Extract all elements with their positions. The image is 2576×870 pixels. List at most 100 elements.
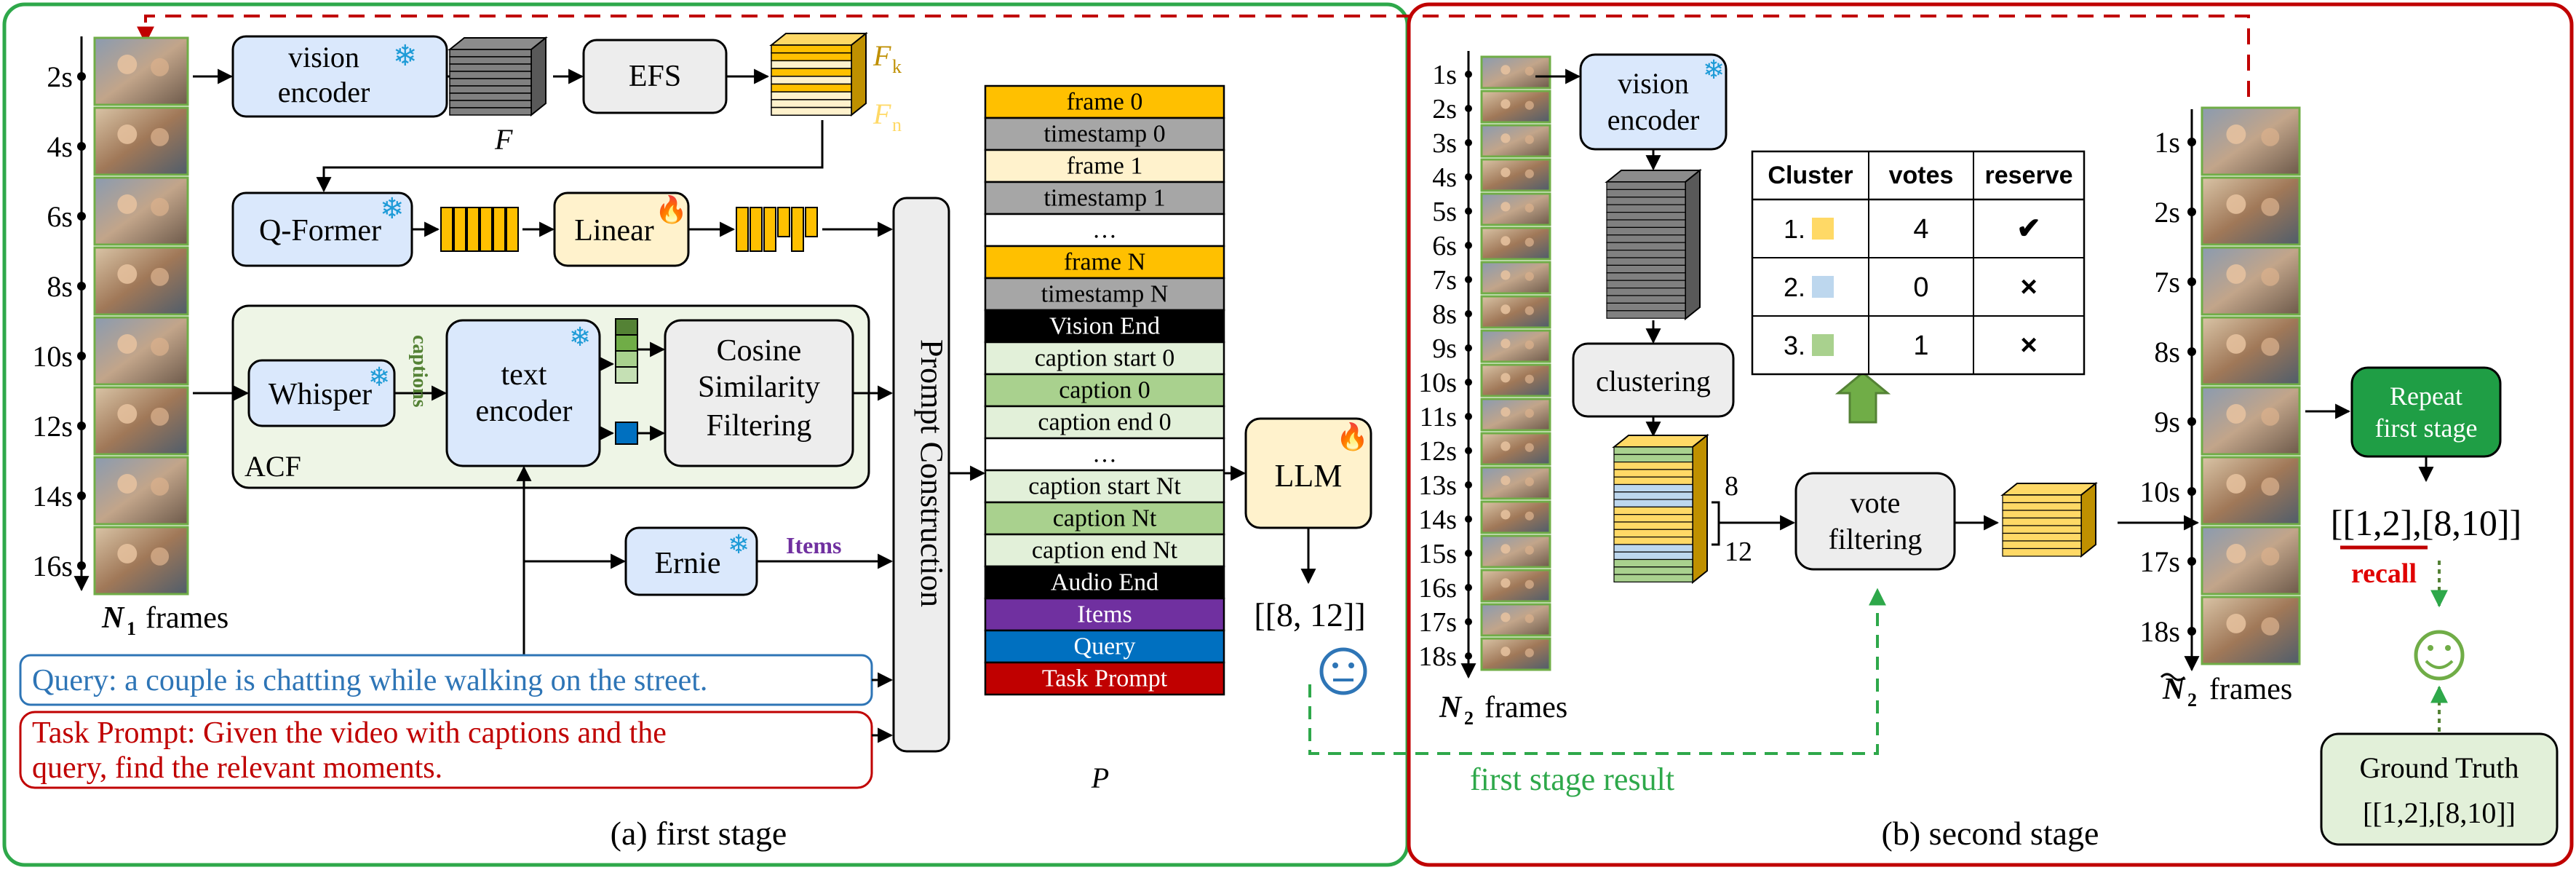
video-frame	[93, 526, 189, 596]
video-frame	[93, 246, 189, 316]
timeline-label: 4s	[47, 130, 73, 163]
vote-filtering-line1: vote	[1850, 486, 1901, 519]
timeline-label: 2s	[1432, 94, 1457, 124]
fk-label: F	[872, 39, 891, 72]
linear-label: Linear	[574, 214, 654, 248]
prompt-token-row	[984, 181, 1225, 215]
table-header: votes	[1889, 162, 1954, 189]
linear-tokens	[736, 207, 818, 252]
n2-timeline: 1s2s3s4s5s6s7s8s9s10s11s12s13s14s15s16s1…	[1418, 60, 1472, 672]
timeline-tick	[1465, 481, 1472, 489]
up-arrow-icon	[1834, 371, 1891, 424]
vision-encoder-line1: vision	[288, 41, 359, 74]
task-prompt-line2: query, find the relevant moments.	[32, 751, 442, 785]
timeline-label: 7s	[2154, 266, 2180, 298]
timeline-tick	[1465, 413, 1472, 420]
prompt-token-row	[984, 469, 1225, 504]
brace-bottom-label: 12	[1725, 537, 1752, 567]
video-frame	[2201, 316, 2301, 386]
n2t-frames-label: frames	[2209, 673, 2292, 706]
snowflake-icon: ❄	[1703, 55, 1725, 84]
prompt-token-label: Items	[1077, 601, 1132, 628]
fk-sub: k	[892, 56, 902, 77]
cross-icon: ×	[2020, 329, 2037, 361]
timeline-label: 10s	[1418, 368, 1457, 398]
vote-filtering-box	[1794, 472, 1956, 571]
n2-sub: 2	[1464, 708, 1474, 729]
query-token	[466, 207, 480, 252]
snowflake-icon: ❄	[380, 192, 405, 225]
reserved-feature-stack	[2000, 481, 2098, 558]
prompt-token-label: timestamp 1	[1043, 185, 1165, 212]
final-result: [[1,2],[8,10]]	[2331, 502, 2521, 543]
flame-icon: 🔥	[655, 194, 688, 224]
snowflake-icon: ❄	[393, 39, 418, 72]
vision-encoder-2-line1: vision	[1618, 67, 1689, 100]
qformer-label: Q-Former	[259, 214, 381, 248]
projected-token	[736, 207, 749, 252]
prompt-token-row	[984, 245, 1225, 280]
video-frame	[1480, 466, 1551, 500]
timeline-tick	[1465, 71, 1472, 78]
timeline-tick	[1465, 276, 1472, 283]
first-stage-result-line	[1308, 588, 1886, 755]
video-frame	[2201, 176, 2301, 246]
vision-encoder-2-line2: encoder	[1607, 103, 1700, 136]
prompt-token-label: caption end Nt	[1032, 537, 1178, 564]
first-stage-result-label: first stage result	[1470, 762, 1674, 797]
f-label: F	[494, 123, 513, 156]
projected-token	[805, 207, 818, 237]
feature-stack-f	[448, 36, 548, 117]
prompt-token-label: caption start 0	[1035, 345, 1175, 372]
vote-filtering-line2: filtering	[1829, 523, 1923, 555]
video-frame	[93, 106, 189, 176]
prompt-token-label: frame 0	[1067, 89, 1143, 116]
prompt-token-row	[984, 116, 1225, 151]
video-frame	[1480, 363, 1551, 398]
timeline-label: 18s	[1418, 641, 1457, 672]
cosine-line1: Cosine	[717, 334, 802, 368]
query-text: Query: a couple is chatting while walkin…	[32, 664, 707, 697]
timeline-label: 12s	[1418, 436, 1457, 467]
table-cluster-id: 1.	[1784, 214, 1805, 244]
timeline-tick	[77, 352, 86, 360]
timeline-tick	[1465, 584, 1472, 591]
timeline-tick	[77, 212, 86, 221]
acf-label: ACF	[245, 450, 301, 483]
prompt-token-row	[984, 149, 1225, 183]
timeline-tick	[1465, 652, 1472, 660]
timeline-tick	[1465, 139, 1472, 146]
video-frame	[2201, 596, 2301, 665]
table-votes: 0	[1913, 272, 1928, 303]
timeline-label: 1s	[1432, 60, 1457, 90]
query-token	[506, 207, 519, 252]
timeline-label: 1s	[2154, 126, 2180, 159]
timeline-label: 7s	[1432, 265, 1457, 296]
brace-top-label: 8	[1725, 471, 1738, 502]
video-frame	[93, 316, 189, 386]
video-frame	[2201, 106, 2301, 176]
ground-truth-value: [[1,2],[8,10]]	[2363, 796, 2516, 829]
prompt-token-row	[984, 597, 1225, 632]
prompt-token-row	[984, 437, 1225, 472]
n1-frames-label: frames	[146, 601, 228, 635]
video-frame	[2201, 246, 2301, 316]
n1-sub: 1	[127, 618, 136, 639]
table-cluster-id: 3.	[1784, 331, 1805, 360]
query-embedding	[615, 422, 638, 445]
timeline-tick	[2187, 138, 2196, 146]
cluster-swatch	[1812, 276, 1834, 298]
prompt-token-label: …	[1092, 441, 1117, 468]
timeline-tick	[1465, 618, 1472, 625]
fn-sub: n	[892, 114, 902, 135]
timeline-label: 11s	[1420, 402, 1457, 432]
prompt-token-row	[984, 213, 1225, 248]
cross-icon: ×	[2020, 271, 2037, 303]
timeline-label: 16s	[1418, 573, 1457, 604]
second-stage-caption: (b) second stage	[1882, 815, 2099, 852]
prompt-token-label: caption end 0	[1038, 409, 1171, 436]
prompt-token-label: …	[1092, 217, 1117, 244]
video-frame	[93, 386, 189, 456]
query-token	[493, 207, 506, 252]
